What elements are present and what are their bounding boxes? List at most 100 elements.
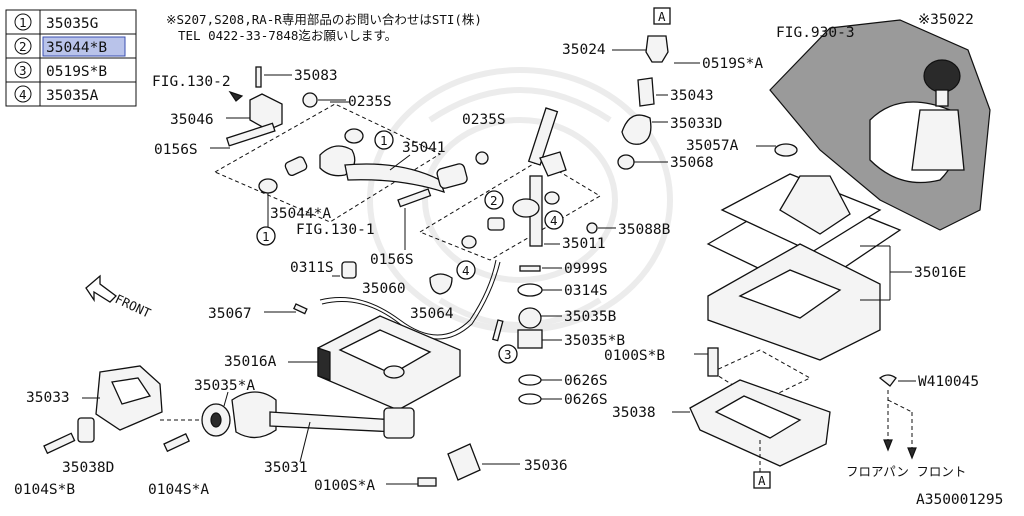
label-fig930-3[interactable]: FIG.930-3 (776, 25, 855, 41)
part-35060-cable[interactable] (319, 259, 497, 336)
lower-right-bracket (672, 347, 917, 472)
label-35068[interactable]: 35068 (670, 155, 714, 171)
part-0235s-b[interactable] (475, 151, 489, 165)
label-35057a[interactable]: 35057A (686, 138, 739, 154)
part-0235s-a[interactable] (302, 92, 318, 108)
part-w410045[interactable] (878, 374, 897, 387)
label-0100sa[interactable]: 0100S*A (314, 478, 375, 494)
part-35046[interactable] (249, 93, 283, 131)
label-fig130-2[interactable]: FIG.130-2 (152, 74, 231, 90)
part-35088b[interactable] (586, 222, 598, 234)
part-35041[interactable] (344, 163, 446, 194)
label-35031[interactable]: 35031 (264, 460, 308, 476)
label-0235s-b[interactable]: 0235S (462, 112, 506, 128)
bushing-35035g[interactable] (344, 128, 364, 144)
part-35022-knob[interactable] (923, 59, 961, 93)
part-35035x[interactable] (517, 329, 543, 349)
legend-row-3[interactable]: 3 0519S*B (14, 61, 107, 80)
label-0999s[interactable]: 0999S (564, 261, 608, 277)
label-35041[interactable]: 35041 (402, 140, 446, 156)
part-0104sb[interactable] (43, 432, 76, 455)
label-0156s-a[interactable]: 0156S (154, 142, 198, 158)
label-35067[interactable]: 35067 (208, 306, 252, 322)
label-35083[interactable]: 35083 (294, 68, 338, 84)
part-0156s-a[interactable] (225, 122, 276, 147)
part-35024[interactable] (645, 35, 669, 63)
label-35022[interactable]: ※35022 (918, 12, 974, 28)
label-35024[interactable]: 35024 (562, 42, 606, 58)
label-35043[interactable]: 35043 (670, 88, 714, 104)
part-0311s[interactable] (341, 261, 357, 279)
part-35064[interactable] (429, 273, 453, 295)
legend-row-1[interactable]: 1 35035G (14, 13, 98, 32)
label-35033d[interactable]: 35033D (670, 116, 722, 132)
label-35060[interactable]: 35060 (362, 281, 406, 297)
part-35057a[interactable] (774, 143, 798, 157)
label-35035a[interactable]: 35035*A (194, 378, 255, 394)
part-35043[interactable] (637, 77, 655, 107)
part-35031-joint[interactable] (383, 407, 415, 439)
shift-boot[interactable] (911, 109, 965, 171)
part-0314s[interactable] (517, 283, 543, 297)
label-0156s-b[interactable]: 0156S (370, 252, 414, 268)
label-0311s[interactable]: 0311S (290, 260, 334, 276)
label-35088b[interactable]: 35088B (618, 222, 671, 238)
svg-text:A: A (658, 9, 666, 24)
top-middle-stack (612, 35, 700, 170)
part-35067[interactable] (293, 303, 308, 315)
label-0104sa[interactable]: 0104S*A (148, 482, 209, 498)
part-0626s-a[interactable] (518, 374, 542, 386)
svg-text:2: 2 (490, 193, 498, 208)
part-0626s-b[interactable] (518, 393, 542, 405)
part-35036[interactable] (447, 443, 481, 481)
part-35044b[interactable] (487, 217, 505, 231)
part-35011-lever[interactable] (527, 107, 559, 166)
svg-text:1: 1 (380, 133, 388, 148)
part-0100sa[interactable] (417, 477, 437, 487)
part-35033d[interactable] (621, 114, 652, 145)
label-0314s[interactable]: 0314S (564, 283, 608, 299)
label-35035x[interactable]: 35035*B (564, 333, 625, 349)
part-0104sa[interactable] (163, 432, 190, 453)
center-shift-lever (418, 107, 616, 405)
part-0100sb[interactable] (707, 347, 719, 377)
label-35035b[interactable]: 35035B (564, 309, 617, 325)
label-35044a[interactable]: 35044*A (270, 206, 331, 222)
label-35011[interactable]: 35011 (562, 236, 606, 252)
notice-line-2: TEL 0422-33-7848迄お願いします。 (178, 28, 397, 43)
label-0235s-a[interactable]: 0235S (348, 94, 392, 110)
label-0626s-b[interactable]: 0626S (564, 392, 608, 408)
legend-row-2[interactable]: 2 35044*B (14, 37, 107, 56)
label-0100sb[interactable]: 0100S*B (604, 348, 665, 364)
part-35031[interactable] (269, 411, 397, 433)
part-35035b[interactable] (518, 307, 542, 329)
label-35036[interactable]: 35036 (524, 458, 568, 474)
part-35083[interactable] (255, 66, 262, 88)
label-w410045[interactable]: W410045 (918, 374, 979, 390)
label-35038[interactable]: 35038 (612, 405, 656, 421)
part-35044a[interactable] (284, 156, 308, 177)
part-35068[interactable] (617, 154, 635, 170)
legend-row-4[interactable]: 4 35035A (14, 85, 99, 104)
label-35064[interactable]: 35064 (410, 306, 454, 322)
part-0156s-b[interactable] (397, 188, 432, 208)
part-35038d[interactable] (77, 417, 95, 443)
callout-circle-1b: 1 (256, 226, 276, 246)
label-35016e[interactable]: 35016E (914, 265, 966, 281)
label-0626s-a[interactable]: 0626S (564, 373, 608, 389)
part-0519s-b[interactable] (492, 319, 504, 342)
callout-circle-2: 2 (484, 190, 504, 210)
callout-a-bottom: A (753, 471, 771, 489)
callout-circle-1a: 1 (374, 130, 394, 150)
part-0999s[interactable] (519, 265, 541, 272)
svg-text:A: A (758, 473, 766, 488)
label-35046[interactable]: 35046 (170, 112, 214, 128)
label-35033[interactable]: 35033 (26, 390, 70, 406)
label-0104sb[interactable]: 0104S*B (14, 482, 75, 498)
down-arrow-icon (883, 439, 893, 452)
label-35016a[interactable]: 35016A (224, 354, 277, 370)
label-fig130-1[interactable]: FIG.130-1 (296, 222, 375, 238)
label-35038d[interactable]: 35038D (62, 460, 114, 476)
label-0519sa[interactable]: 0519S*A (702, 56, 763, 72)
